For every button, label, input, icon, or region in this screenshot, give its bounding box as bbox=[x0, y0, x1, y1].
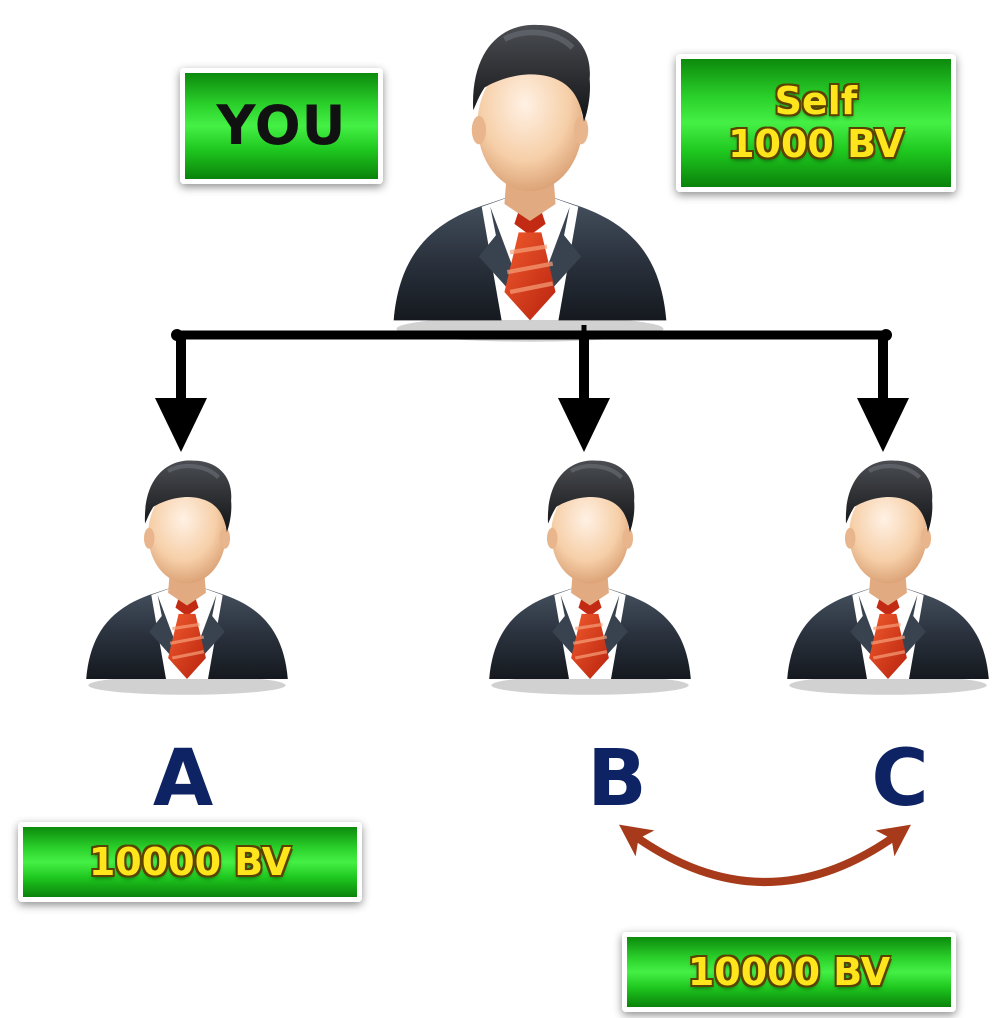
arrow-to-c bbox=[857, 335, 909, 452]
top-person-icon bbox=[394, 25, 667, 342]
node-a-label: A bbox=[152, 734, 214, 824]
arrow-to-b bbox=[558, 335, 610, 452]
a-bv-value: 10000 BV bbox=[88, 839, 292, 884]
self-bv-tag: Self 1000 BV bbox=[676, 54, 956, 192]
self-bv-value: 1000 BV bbox=[728, 122, 904, 166]
you-label: YOU bbox=[216, 93, 347, 157]
you-tag: YOU bbox=[180, 68, 383, 184]
bc-bv-value: 10000 BV bbox=[687, 949, 891, 994]
person-c-icon bbox=[787, 460, 989, 694]
person-b-icon bbox=[489, 460, 691, 694]
a-bv-tag: 10000 BV bbox=[18, 822, 362, 902]
person-a-icon bbox=[86, 460, 288, 694]
node-c-label: C bbox=[871, 734, 929, 824]
node-b-label: B bbox=[587, 734, 647, 824]
exchange-arrow bbox=[619, 824, 911, 886]
bc-bv-tag: 10000 BV bbox=[622, 932, 956, 1012]
arrow-to-a bbox=[155, 335, 207, 452]
self-label: Self bbox=[774, 79, 858, 124]
